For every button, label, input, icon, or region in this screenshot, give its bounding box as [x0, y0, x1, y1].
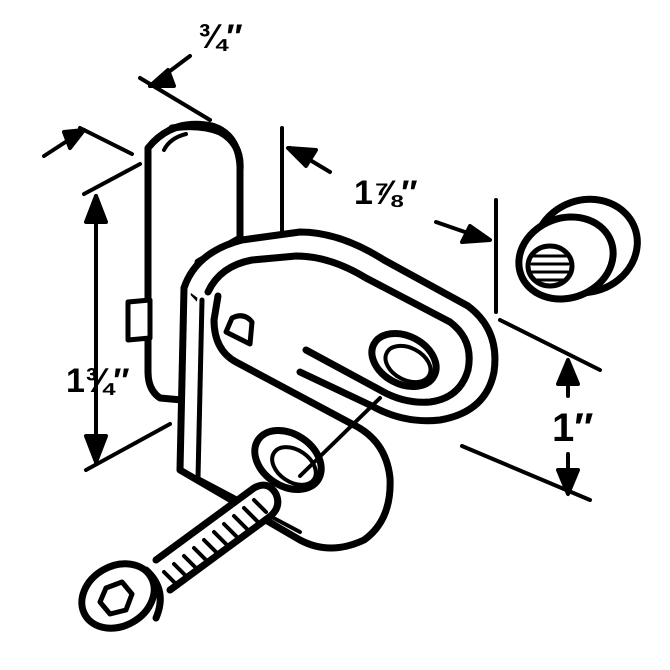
screw: [78, 481, 282, 632]
height-dimension: [82, 162, 172, 472]
back-plate: [125, 120, 244, 404]
loop-bracket: [176, 228, 499, 552]
height-label: 1¾″: [66, 362, 130, 400]
width-dimension: [42, 54, 212, 158]
width-label: ¾″: [198, 18, 243, 56]
depth-label: 1⅞″: [354, 174, 418, 212]
depth-dimension: [280, 126, 498, 314]
nut: [515, 195, 641, 303]
offset-dimension: [460, 318, 602, 502]
offset-label: 1″: [552, 406, 594, 450]
